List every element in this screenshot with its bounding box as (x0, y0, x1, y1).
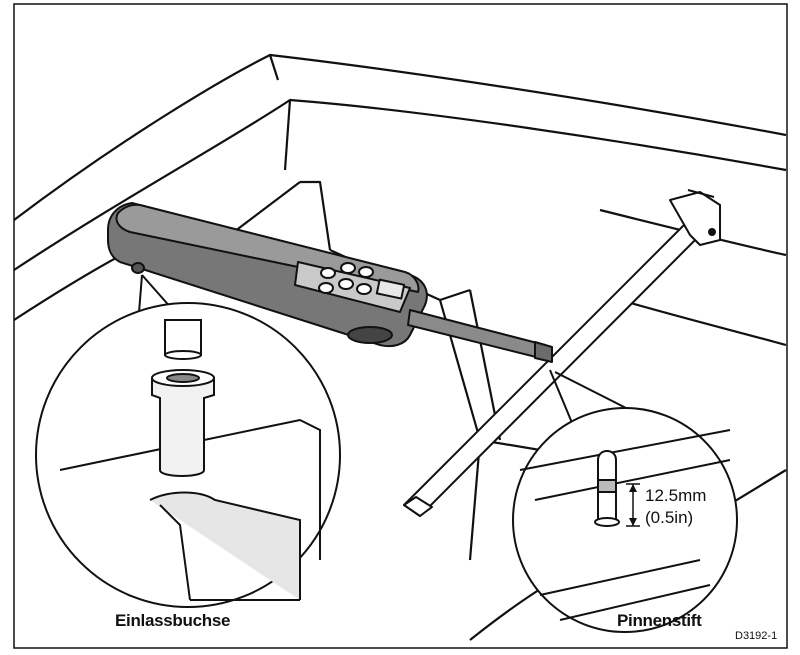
dimension-in-label: (0.5in) (645, 508, 694, 527)
tiller-pin-detail (512, 369, 738, 633)
label-tiller-pin: Pinnenstift (617, 611, 702, 630)
dimension-mm-label: 12.5mm (645, 486, 707, 505)
keypad (318, 262, 406, 300)
autopilot-unit (107, 202, 553, 363)
socket-detail (35, 274, 341, 608)
diagram-border (13, 3, 788, 649)
label-socket: Einlassbuchse (115, 611, 231, 630)
drawing-code: D3192-1 (735, 630, 778, 642)
tiller (403, 189, 721, 517)
